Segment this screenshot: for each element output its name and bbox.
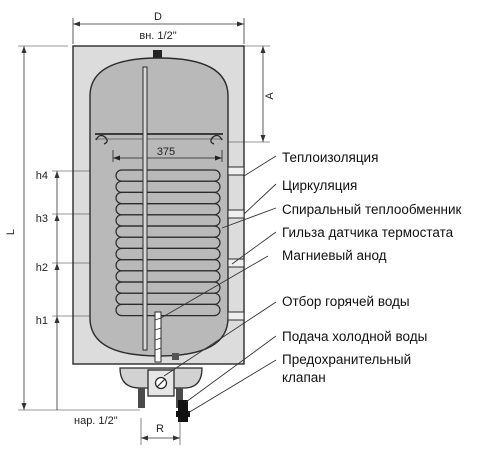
- callout-magnesium-anode: Магниевый анод: [282, 248, 387, 263]
- nozzle-h1: [227, 311, 245, 321]
- thermostat-fitting: [172, 353, 179, 360]
- coil-loop: [115, 303, 221, 317]
- callout-cold-water-supply: Подача холодной воды: [282, 329, 427, 344]
- label-a: A: [264, 92, 276, 100]
- mounting-hook-right: [210, 134, 223, 145]
- dimension-l: L: [5, 45, 140, 411]
- callout-safety-valve-1: Предохранительный: [282, 352, 411, 367]
- callout-insulation: Теплоизоляция: [282, 150, 378, 165]
- mounting-hook-left: [95, 134, 108, 145]
- dimension-coil-width: 375: [112, 146, 223, 162]
- label-outer-thread: нар. 1/2": [74, 415, 118, 427]
- nozzle-h4: [227, 166, 245, 176]
- dimension-d: D вн. 1/2": [72, 11, 245, 44]
- label-h1: h1: [36, 315, 48, 327]
- leader-lines: [160, 155, 277, 414]
- label-l: L: [5, 229, 17, 235]
- inlet-pipe: [176, 388, 183, 408]
- label-h3: h3: [36, 213, 48, 225]
- dimension-h-levels: h4 h3 h2 h1: [36, 170, 90, 410]
- dimension-bottom: нар. 1/2" R: [74, 415, 181, 445]
- nozzle-h2: [227, 258, 245, 268]
- callout-circulation: Циркуляция: [282, 178, 357, 193]
- inner-tank: [89, 57, 229, 357]
- magnesium-anode: [154, 311, 162, 363]
- label-h2: h2: [36, 262, 48, 274]
- top-pipe: [153, 50, 162, 58]
- dimension-a: A: [228, 45, 276, 143]
- hot-water-pipe: [142, 66, 148, 351]
- label-h4: h4: [36, 170, 48, 182]
- callout-hot-water-draw: Отбор горячей воды: [282, 294, 410, 309]
- label-r: R: [156, 423, 164, 435]
- label-inner-thread: вн. 1/2": [139, 30, 176, 42]
- nozzle-h3: [227, 209, 245, 219]
- spiral-heat-exchanger: [115, 169, 221, 317]
- callout-thermostat-sleeve: Гильза датчика термостата: [282, 225, 454, 240]
- callout-safety-valve-2: клапан: [282, 370, 326, 385]
- label-375: 375: [157, 146, 175, 158]
- callout-spiral-exchanger: Спиральный теплообменник: [282, 202, 462, 217]
- outlet-pipe: [138, 388, 145, 408]
- label-d: D: [154, 11, 162, 23]
- callout-labels: Теплоизоляция Циркуляция Спиральный тепл…: [282, 150, 462, 385]
